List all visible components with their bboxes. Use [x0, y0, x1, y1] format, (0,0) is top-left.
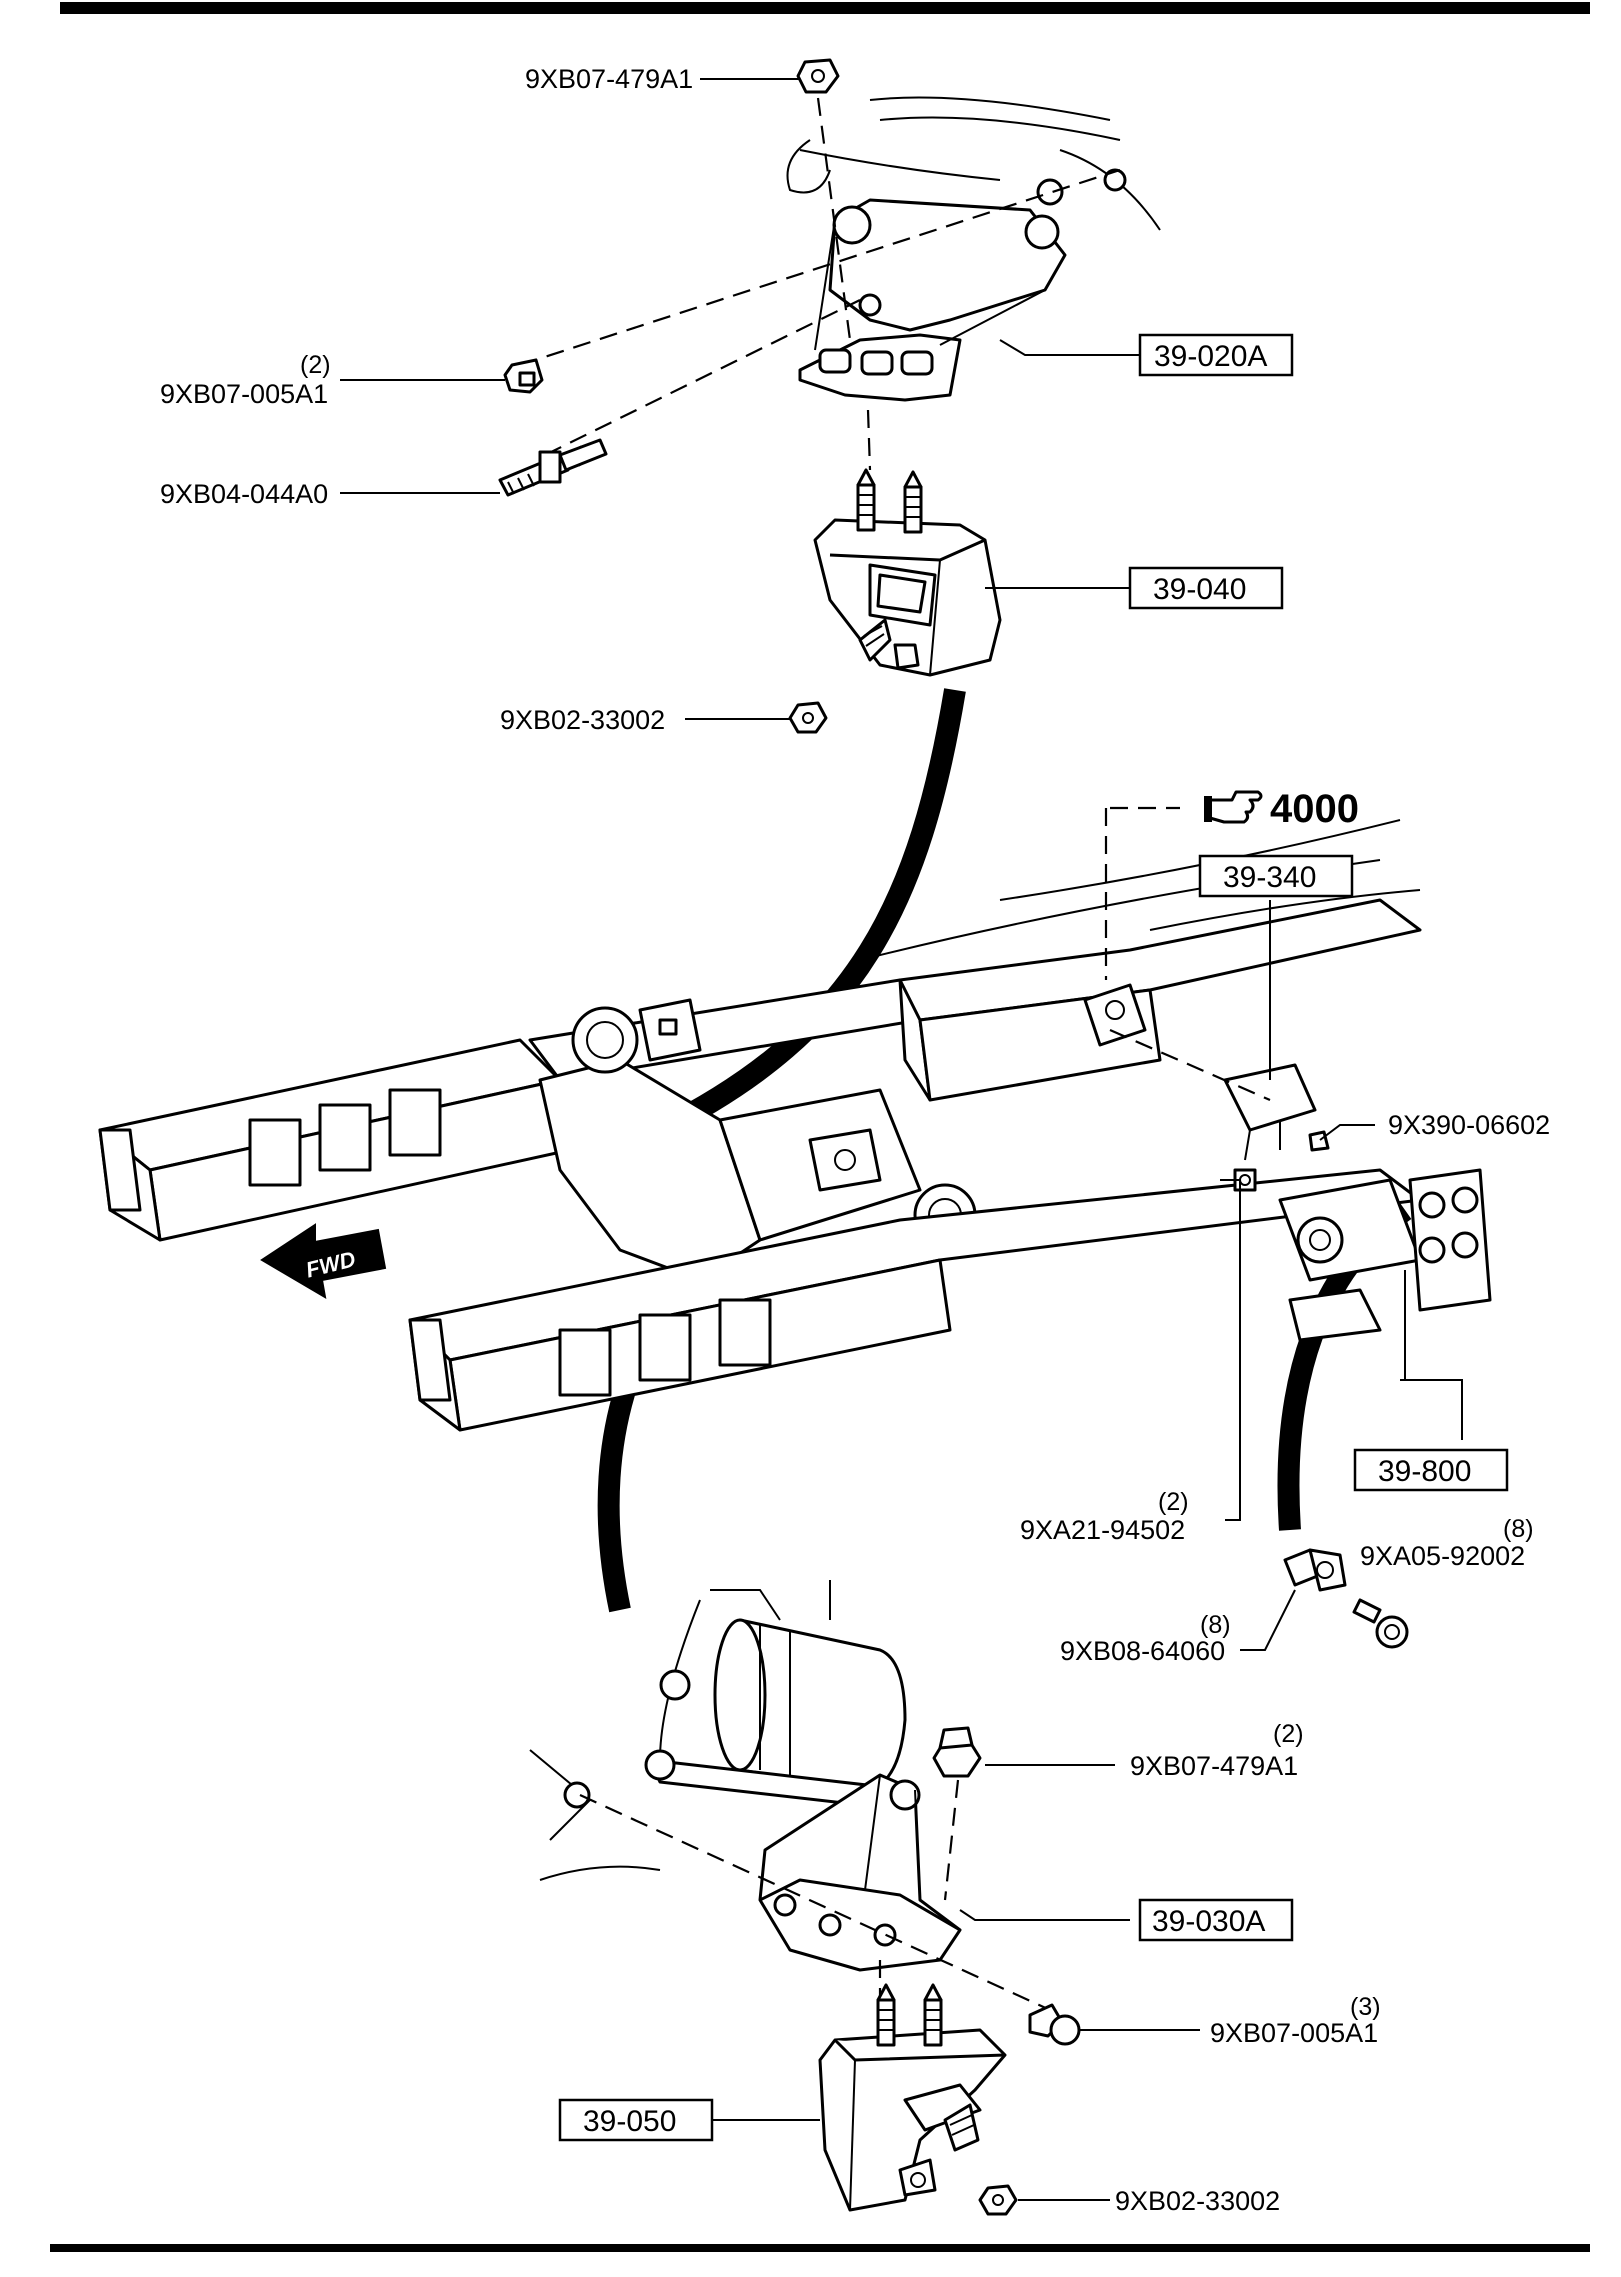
- pointing-hand-icon: [1204, 790, 1263, 824]
- crossmember-bolt-art: [1352, 1598, 1409, 1649]
- callout-label-rear-mount: 39-340: [1223, 861, 1316, 894]
- part-qty-lower-bolt: (3): [1350, 1993, 1381, 2021]
- forward-direction-arrow: FWD: [260, 1223, 387, 1299]
- callout-mount-upper: 39-040: [1128, 566, 1284, 610]
- section-reference-number[interactable]: 4000: [1270, 787, 1359, 831]
- callout-rear-mount: 39-340: [1198, 854, 1354, 898]
- part-label-lower-nut: 9XB07-479A1: [1130, 1751, 1298, 1781]
- section-reference[interactable]: 4000: [1204, 787, 1359, 831]
- part-label-upper-bolt: 9XB07-005A1: [160, 379, 328, 409]
- callout-mount-lower: 39-050: [558, 2098, 714, 2142]
- stud-bolt-art: [498, 438, 608, 497]
- callout-bracket-lower: 39-030A: [1138, 1898, 1294, 1942]
- chassis-frame-art: [98, 819, 1492, 1432]
- part-qty-upper-bolt: (2): [300, 351, 331, 379]
- callout-bracket-upper: 39-020A: [1138, 333, 1294, 377]
- part-qty-washer: (2): [1158, 1488, 1189, 1516]
- part-qty-nut-plate: (8): [1200, 1611, 1231, 1639]
- callout-label-mount-lower: 39-050: [583, 2105, 676, 2138]
- lower-engine-mount-art: [818, 1983, 1007, 2212]
- upper-engine-mount-art: [813, 468, 1002, 677]
- callout-label-mount-upper: 39-040: [1153, 573, 1246, 606]
- callout-crossmember: 39-800: [1353, 1448, 1509, 1492]
- part-label-nut-plate: 9XB08-64060: [1060, 1636, 1225, 1666]
- bottom-nut-art: [978, 2184, 1018, 2216]
- upper-bolt-art: [503, 358, 544, 394]
- lower-bolt-art: [1028, 2003, 1081, 2046]
- bottom-border-rule: [50, 2244, 1590, 2252]
- rear-mount-art: [1083, 983, 1330, 1192]
- part-label-washer: 9XA21-94502: [1020, 1515, 1185, 1545]
- part-label-lower-bolt: 9XB07-005A1: [1210, 2018, 1378, 2048]
- part-label-crossmember-bolt: 9XA05-92002: [1360, 1541, 1525, 1571]
- part-label-bottom-nut: 9XB02-33002: [1115, 2186, 1280, 2216]
- top-border-rule: [60, 2, 1590, 14]
- upper-engine-bracket-art: [786, 58, 1161, 402]
- part-label-frame-bolt: 9X390-06602: [1388, 1110, 1550, 1140]
- part-qty-crossmember-bolt: (8): [1503, 1515, 1534, 1543]
- callout-label-crossmember: 39-800: [1378, 1455, 1471, 1488]
- callout-label-bracket-lower: 39-030A: [1152, 1905, 1265, 1938]
- lower-engine-bracket-art: [529, 1580, 982, 1972]
- part-qty-lower-nut: (2): [1273, 1720, 1304, 1748]
- part-label-top-nut: 9XB07-479A1: [525, 64, 693, 94]
- nut-plate-art: [1283, 1548, 1347, 1592]
- part-label-stud-bolt: 9XB04-044A0: [160, 479, 328, 509]
- callout-label-bracket-upper: 39-020A: [1154, 340, 1267, 373]
- part-label-upper-mount-nut: 9XB02-33002: [500, 705, 665, 735]
- upper-mount-nut-art: [788, 701, 828, 734]
